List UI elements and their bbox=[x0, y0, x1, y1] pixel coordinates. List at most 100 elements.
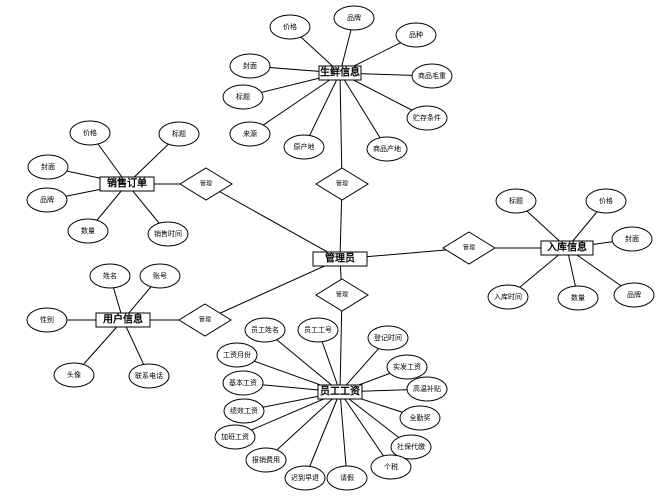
relation-label: 管理 bbox=[336, 180, 348, 188]
attribute-label: 请假 bbox=[340, 473, 354, 482]
attribute-ellipse bbox=[495, 188, 537, 214]
relation-edge-sales_admin bbox=[205, 183, 341, 260]
entity-box bbox=[317, 384, 363, 400]
attribute-label: 价格 bbox=[599, 196, 613, 205]
attribute-user-2: 性别 bbox=[26, 307, 68, 333]
attribute-stock-5: 品牌 bbox=[613, 282, 655, 308]
relation-fresh_admin: 管理 bbox=[315, 167, 369, 201]
entity-label: 销售订单 bbox=[107, 177, 147, 190]
relation-label: 管理 bbox=[463, 244, 475, 252]
attribute-sales-2: 封面 bbox=[27, 154, 69, 180]
attribute-label: 社保代缴 bbox=[397, 442, 425, 451]
entity-sales: 销售订单 bbox=[99, 176, 155, 192]
salary-attr-edge bbox=[265, 391, 341, 461]
attribute-ellipse bbox=[370, 454, 412, 480]
attribute-fresh-6: 贮存条件 bbox=[406, 105, 448, 131]
relation-diamond bbox=[178, 303, 232, 337]
attribute-ellipse bbox=[26, 307, 68, 333]
attribute-label: 品牌 bbox=[347, 13, 361, 22]
fresh-attr-edge bbox=[303, 72, 341, 148]
relation-label: 管理 bbox=[199, 316, 211, 324]
attribute-ellipse bbox=[27, 154, 69, 180]
attribute-salary-14: 个税 bbox=[370, 454, 412, 480]
relation-edge-user_admin bbox=[204, 258, 341, 321]
entity-salary: 员工工资 bbox=[317, 384, 363, 400]
attribute-ellipse bbox=[585, 188, 627, 214]
attribute-label: 原产地 bbox=[294, 142, 315, 151]
attribute-ellipse bbox=[158, 121, 200, 147]
attribute-ellipse bbox=[390, 434, 432, 460]
relation-diamond bbox=[442, 231, 496, 265]
attribute-user-1: 账号 bbox=[139, 263, 181, 289]
attribute-label: 数量 bbox=[81, 226, 95, 235]
attribute-ellipse bbox=[487, 284, 529, 310]
entity-user: 用户信息 bbox=[95, 312, 151, 328]
attribute-salary-11: 报销费用 bbox=[245, 447, 287, 473]
attribute-ellipse bbox=[386, 354, 428, 380]
attribute-salary-9: 加班工资 bbox=[214, 424, 256, 450]
relation-admin_salary: 管理 bbox=[315, 278, 369, 312]
attribute-ellipse bbox=[245, 447, 287, 473]
attribute-label: 加班工资 bbox=[221, 432, 249, 441]
attribute-salary-6: 高温补贴 bbox=[406, 376, 448, 402]
attribute-label: 品牌 bbox=[627, 290, 641, 299]
attribute-ellipse bbox=[284, 465, 326, 491]
fresh-attr-edge bbox=[339, 72, 388, 150]
relation-label: 管理 bbox=[336, 291, 348, 299]
attribute-ellipse bbox=[26, 187, 68, 213]
entity-label: 员工工资 bbox=[320, 385, 360, 398]
entity-stock: 入库信息 bbox=[540, 240, 594, 256]
attribute-salary-5: 基本工资 bbox=[222, 370, 264, 396]
salary-attr-edge bbox=[264, 329, 341, 393]
attribute-salary-8: 全勤奖 bbox=[399, 405, 441, 431]
attribute-sales-4: 数量 bbox=[67, 218, 109, 244]
relation-edge-fresh_admin bbox=[339, 72, 343, 185]
attribute-ellipse bbox=[222, 84, 264, 110]
attribute-ellipse bbox=[557, 285, 599, 311]
attribute-ellipse bbox=[411, 63, 453, 89]
entity-label: 入库信息 bbox=[547, 241, 587, 254]
relation-diamond bbox=[315, 167, 369, 201]
relation-admin_stock: 管理 bbox=[442, 231, 496, 265]
attribute-ellipse bbox=[399, 405, 441, 431]
attribute-stock-2: 封面 bbox=[611, 226, 653, 252]
relation-diamond bbox=[315, 278, 369, 312]
attribute-label: 姓名 bbox=[103, 271, 117, 280]
attribute-salary-3: 工资月份 bbox=[216, 342, 258, 368]
attribute-label: 封面 bbox=[41, 162, 55, 171]
salary-attr-edge bbox=[339, 391, 392, 468]
salary-attr-edge bbox=[304, 391, 341, 479]
attribute-ellipse bbox=[297, 317, 339, 343]
attribute-ellipse bbox=[69, 120, 111, 146]
attribute-ellipse bbox=[89, 263, 131, 289]
attribute-stock-1: 价格 bbox=[585, 188, 627, 214]
attribute-user-3: 头像 bbox=[53, 362, 95, 388]
relation-diamond bbox=[179, 167, 233, 201]
attribute-label: 品牌 bbox=[40, 195, 54, 204]
attribute-ellipse bbox=[333, 5, 375, 31]
attribute-ellipse bbox=[139, 263, 181, 289]
attribute-ellipse bbox=[406, 105, 448, 131]
fresh-attr-edge bbox=[249, 72, 341, 135]
entity-box bbox=[95, 312, 151, 328]
attribute-user-4: 联系电话 bbox=[128, 363, 170, 389]
attribute-ellipse bbox=[216, 342, 258, 368]
attribute-label: 报销费用 bbox=[252, 455, 280, 464]
relation-label: 管理 bbox=[200, 180, 212, 188]
attribute-stock-3: 入库时间 bbox=[487, 284, 529, 310]
attribute-label: 迟到早退 bbox=[291, 473, 319, 482]
attribute-fresh-0: 价格 bbox=[269, 14, 311, 40]
attribute-label: 封面 bbox=[243, 61, 257, 70]
attribute-fresh-7: 来源 bbox=[229, 121, 271, 147]
attribute-fresh-4: 商品毛重 bbox=[411, 63, 453, 89]
attribute-label: 实发工资 bbox=[393, 362, 421, 371]
attribute-label: 联系电话 bbox=[135, 371, 163, 380]
attribute-label: 基本工资 bbox=[229, 378, 257, 387]
attribute-salary-1: 员工工号 bbox=[297, 317, 339, 343]
attribute-ellipse bbox=[244, 317, 286, 343]
attribute-label: 员工工号 bbox=[304, 326, 332, 334]
attribute-salary-10: 社保代缴 bbox=[390, 434, 432, 460]
attribute-salary-4: 实发工资 bbox=[386, 354, 428, 380]
attribute-label: 个税 bbox=[384, 462, 398, 471]
